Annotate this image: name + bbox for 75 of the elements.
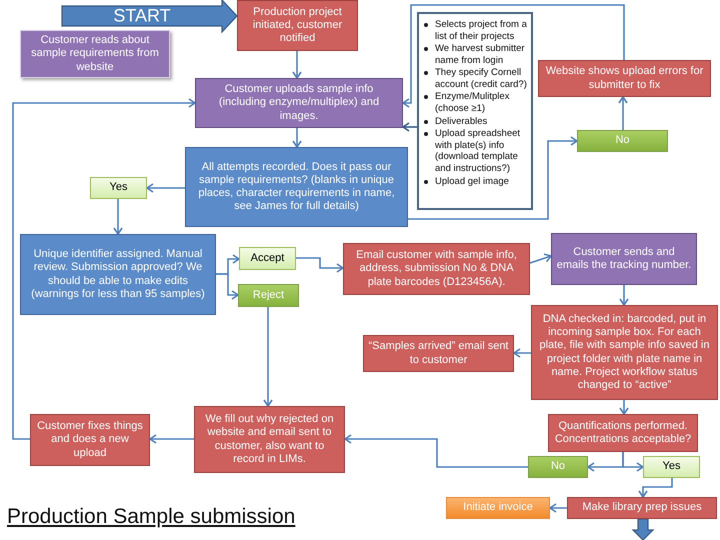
connector-arrow	[292, 51, 302, 79]
process-box	[531, 305, 718, 400]
customer-step-box	[20, 30, 170, 78]
outcome-label: Yes	[110, 181, 128, 195]
connector-arrow	[216, 273, 239, 300]
connector-arrow	[12, 98, 196, 440]
connector-arrow	[146, 183, 185, 193]
list-item-text: They specify Cornell account (credit card?)	[435, 67, 528, 90]
process-box	[548, 414, 698, 452]
step-text: Initiate invoice	[463, 501, 533, 515]
outcome-box	[577, 130, 668, 152]
outcome-label: Yes	[662, 460, 680, 474]
outcome-box	[90, 177, 147, 199]
connector-arrow	[619, 400, 629, 415]
customer-step-box	[551, 233, 697, 285]
process-box	[194, 406, 345, 473]
connector-arrow	[618, 96, 628, 130]
step-text: Unique identifier assigned. Manual review. Submission approved? We should be able to make edits (warnings for less than 95 samples)	[30, 248, 206, 301]
connector-arrow	[530, 253, 552, 264]
connector-arrow	[296, 257, 344, 273]
step-text: Customer reads about sample requirements from website	[30, 34, 160, 74]
step-text: Customer sends and emails the tracking number.	[556, 246, 692, 272]
block-arrow	[632, 518, 654, 540]
list-item-text: Enzyme/Mulitplex (choose ≥1)	[435, 91, 510, 115]
connector-arrow	[402, 122, 417, 132]
process-box	[567, 497, 717, 519]
step-text: Customer uploads sample info (including enzyme/multiplex) and images.	[218, 83, 380, 123]
outcome-label: No	[550, 460, 566, 474]
step-text: Customer fixes things and does a new upload	[36, 420, 144, 460]
connector-arrow	[344, 434, 528, 468]
connector-arrow	[149, 434, 194, 444]
connector-arrow	[549, 503, 567, 513]
outcome-box	[238, 284, 299, 307]
decision-box	[20, 234, 216, 315]
process-box	[30, 414, 150, 466]
arrow-label: START	[113, 6, 171, 26]
step-text: Make library prep issues	[582, 501, 702, 515]
connector-arrow	[513, 348, 531, 358]
step-text: DNA checked in: barcoded, put in incoming sample box. For each plate, file with sample info saved in project folder with plate name in name. Project workflow status changed to “active”	[538, 312, 710, 392]
connector-arrow	[619, 285, 629, 306]
note-box	[417, 12, 533, 210]
connector-arrow	[638, 478, 673, 498]
connector-arrow	[113, 199, 123, 235]
step-text: “Samples arrived” email sent to customer	[368, 340, 509, 367]
outcome-box	[239, 247, 296, 270]
process-box	[538, 60, 711, 97]
list-item-text: Upload spreadsheet with plate(s) info (download template and instructions?)	[435, 128, 522, 175]
outcome-label: Accept	[250, 252, 284, 266]
step-text: All attempts recorded. Does it pass our sample requirements? (blanks in unique places, character requirements in name, see James for full details)	[197, 160, 396, 214]
process-box	[446, 497, 550, 519]
list-item-text: Deliverables	[435, 116, 488, 128]
connector-arrow	[263, 307, 273, 407]
step-text: Production project initiated, customer notified	[252, 6, 344, 46]
outcome-label: Reject	[252, 288, 284, 302]
process-box	[363, 335, 514, 372]
process-box	[343, 243, 530, 295]
outcome-box	[528, 456, 588, 478]
connector-arrow	[408, 136, 578, 220]
connector-arrow	[292, 128, 302, 148]
customer-step-box	[195, 78, 403, 128]
connector-arrow	[402, 4, 625, 108]
decision-box	[185, 147, 408, 227]
list-item-text: We harvest submitter name from login	[435, 43, 526, 66]
list-item-text: Selects project from a list of their projects	[435, 19, 528, 42]
step-text: Email customer with sample info, address, submission No & DNA plate barcodes (D123456A).	[355, 249, 518, 289]
step-text: Website shows upload errors for submitter to fix	[544, 65, 704, 92]
outcome-box	[643, 456, 700, 478]
title-text: Production Sample submission	[7, 505, 296, 529]
step-text: Quantifications performed. Concentrations acceptable?	[554, 420, 692, 446]
list-item-text: Upload gel image	[435, 176, 509, 188]
step-text: We fill out why rejected on website and email sent to customer, also want to record in LIMs.	[204, 413, 335, 466]
outcome-label: No	[615, 134, 630, 148]
block-arrow	[61, 0, 238, 34]
process-box	[237, 0, 358, 51]
connector-arrow	[622, 452, 644, 472]
